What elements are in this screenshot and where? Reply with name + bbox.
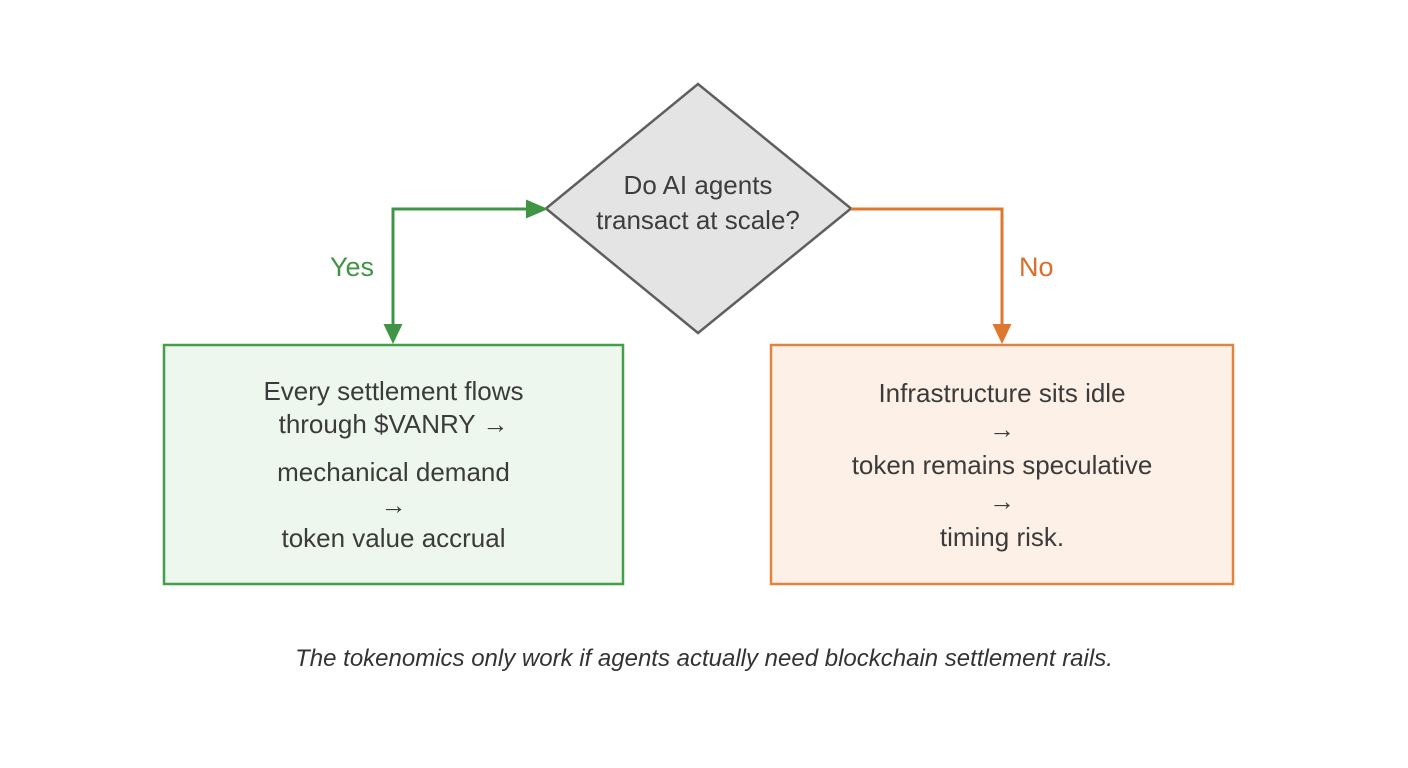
no-box-shape [769, 343, 1235, 586]
yes-branch-label: Yes [330, 252, 375, 282]
arrow-glyph: → [989, 485, 1015, 516]
yes-box-shape [162, 343, 625, 586]
decision-question: Do AI agents transact at scale? [568, 168, 828, 238]
yes-arrowhead-right-icon [526, 199, 548, 219]
box-line: token remains speculative [851, 449, 1153, 480]
box-line: token value accrual [281, 522, 506, 553]
box-line: through $VANRY → [278, 408, 509, 439]
decision-question-line: transact at scale? [596, 205, 800, 235]
yes-arrowhead-down-icon [383, 324, 403, 344]
footnote-caption: The tokenomics only work if agents actua… [295, 645, 1113, 672]
box-line: mechanical demand [277, 456, 510, 487]
no-branch-label: No [1019, 252, 1054, 282]
box-line: Infrastructure sits idle [878, 377, 1126, 408]
box-line: timing risk. [939, 521, 1065, 552]
arrow-glyph: → [380, 489, 407, 520]
arrow-glyph: → [989, 413, 1015, 444]
box-line: Every settlement flows [263, 375, 524, 406]
no-connector-line [851, 207, 1004, 328]
yes-box-text: Every settlement flows through $VANRY → … [164, 345, 623, 584]
no-box-text: Infrastructure sits idle → token remains… [771, 345, 1233, 584]
decision-question-line: Do AI agents [623, 170, 773, 200]
yes-connector-line [391, 207, 528, 328]
no-arrowhead-down-icon [992, 324, 1012, 344]
